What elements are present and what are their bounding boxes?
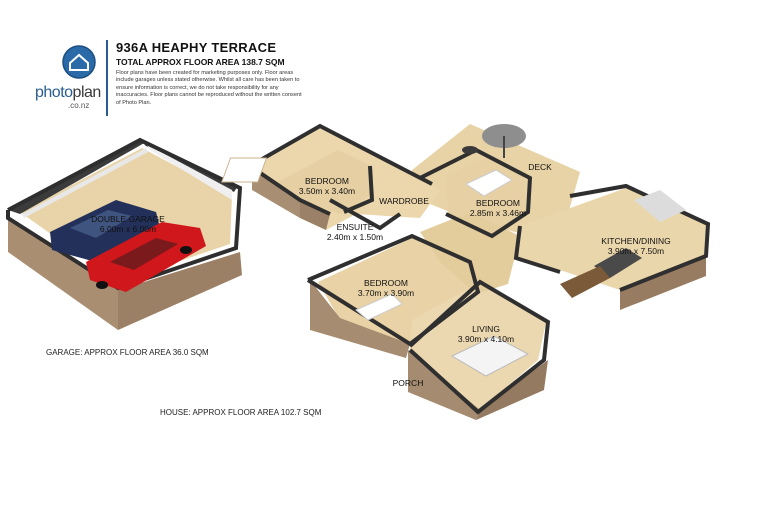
room-name: BEDROOM [305, 176, 349, 186]
room-label-bedroom-1: BEDROOM 3.50m x 3.40m [282, 176, 372, 196]
room-label-kitchen-dining: KITCHEN/DINING 3.90m x 7.50m [586, 236, 686, 256]
room-label-living: LIVING 3.90m x 4.10m [436, 324, 536, 344]
room-dimensions: 3.70m x 3.90m [357, 288, 415, 298]
room-label-bedroom-2: BEDROOM 2.85m x 3.46m [450, 198, 546, 218]
room-name: DECK [528, 162, 552, 172]
house-block [221, 123, 711, 420]
room-dimensions: 6.00m x 6.00m [99, 224, 157, 234]
total-floor-area: TOTAL APPROX FLOOR AREA 138.7 SQM [116, 57, 285, 67]
room-label-wardrobe: WARDROBE [366, 196, 442, 206]
room-name: KITCHEN/DINING [601, 236, 671, 246]
page-title: 936A HEAPHY TERRACE [116, 40, 277, 55]
room-label-bedroom-3: BEDROOM 3.70m x 3.90m [336, 278, 436, 298]
house-area-note: HOUSE: APPROX FLOOR AREA 102.7 SQM [160, 408, 322, 417]
room-name: LIVING [472, 324, 500, 334]
room-label-double-garage: DOUBLE GARAGE 6.00m x 6.00m [78, 214, 178, 234]
room-name: ENSUITE [336, 222, 374, 232]
room-dimensions: 3.90m x 7.50m [607, 246, 665, 256]
room-label-deck: DECK [520, 162, 560, 172]
room-dimensions: 3.50m x 3.40m [298, 186, 356, 196]
room-name: BEDROOM [364, 278, 408, 288]
room-dimensions: 3.90m x 4.10m [457, 334, 515, 344]
photoplan-house-logo-icon [62, 45, 96, 79]
room-name: BEDROOM [476, 198, 520, 208]
room-name: WARDROBE [379, 196, 429, 206]
room-label-porch: PORCH [380, 378, 436, 388]
disclaimer-text: Floor plans have been created for market… [116, 70, 302, 106]
brand-domain: .co.nz [68, 101, 90, 110]
room-name: PORCH [392, 378, 424, 388]
room-dimensions: 2.40m x 1.50m [326, 232, 384, 242]
brand-name: photoplan [35, 84, 101, 101]
room-name: DOUBLE GARAGE [91, 214, 165, 224]
header-divider [106, 40, 108, 116]
garage-area-note: GARAGE: APPROX FLOOR AREA 36.0 SQM [46, 348, 209, 357]
garage-block [6, 137, 243, 330]
room-dimensions: 2.85m x 3.46m [469, 208, 527, 218]
room-label-ensuite: ENSUITE 2.40m x 1.50m [310, 222, 400, 242]
